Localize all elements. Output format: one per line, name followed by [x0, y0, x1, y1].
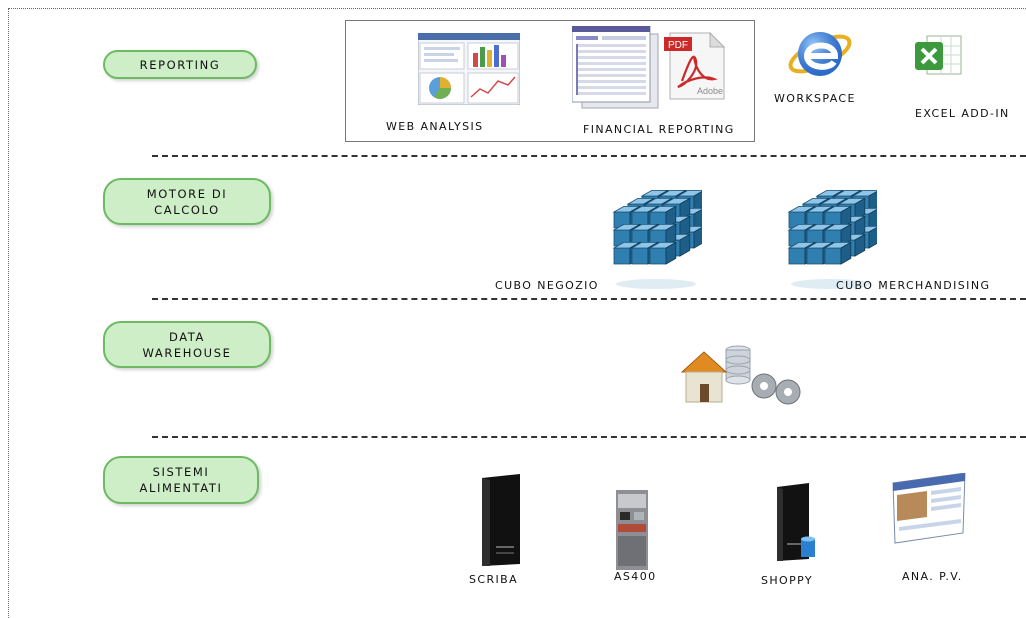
ana-pv-application-icon: [891, 473, 967, 545]
pdf-document-icon: PDF Adobe: [664, 31, 726, 101]
scriba-server-icon: [476, 474, 526, 568]
as400-system-icon: [616, 490, 648, 570]
reporting-tools-box: [345, 20, 755, 142]
cubo-negozio-cube-icon: [594, 176, 702, 292]
web-analysis-label: WEB ANALYSIS: [386, 120, 484, 133]
divider-reporting-calcolo: [152, 155, 1026, 157]
shoppy-server-icon: [771, 483, 821, 563]
scriba-label: SCRIBA: [469, 573, 519, 586]
divider-calcolo-warehouse: [152, 298, 1026, 300]
workspace-browser-icon: [785, 20, 855, 84]
ana-pv-label: ANA. P.V.: [902, 570, 963, 583]
section-label-reporting: REPORTING: [139, 57, 221, 72]
diagram-frame: [8, 8, 1026, 618]
web-analysis-icon: [418, 33, 520, 105]
excel-addin-icon: [913, 33, 965, 79]
excel-addin-label: EXCEL ADD-IN: [915, 107, 1010, 120]
section-pill-reporting: REPORTING: [103, 50, 257, 79]
workspace-label: WORKSPACE: [774, 92, 856, 105]
financial-reporting-icon: [572, 26, 660, 110]
financial-reporting-label: FINANCIAL REPORTING: [583, 123, 735, 136]
data-warehouse-icon: [676, 340, 816, 408]
cubo-merchandising-cube-icon: [769, 176, 877, 292]
divider-warehouse-sistemi: [152, 436, 1026, 438]
as400-label: AS400: [614, 570, 657, 583]
cubo-merchandising-label: CUBO MERCHANDISING: [836, 279, 991, 292]
cubo-negozio-label: CUBO NEGOZIO: [495, 279, 599, 292]
adobe-tag-text: Adobe: [697, 86, 723, 96]
shoppy-label: SHOPPY: [761, 574, 814, 587]
pdf-tag-text: PDF: [668, 40, 688, 51]
